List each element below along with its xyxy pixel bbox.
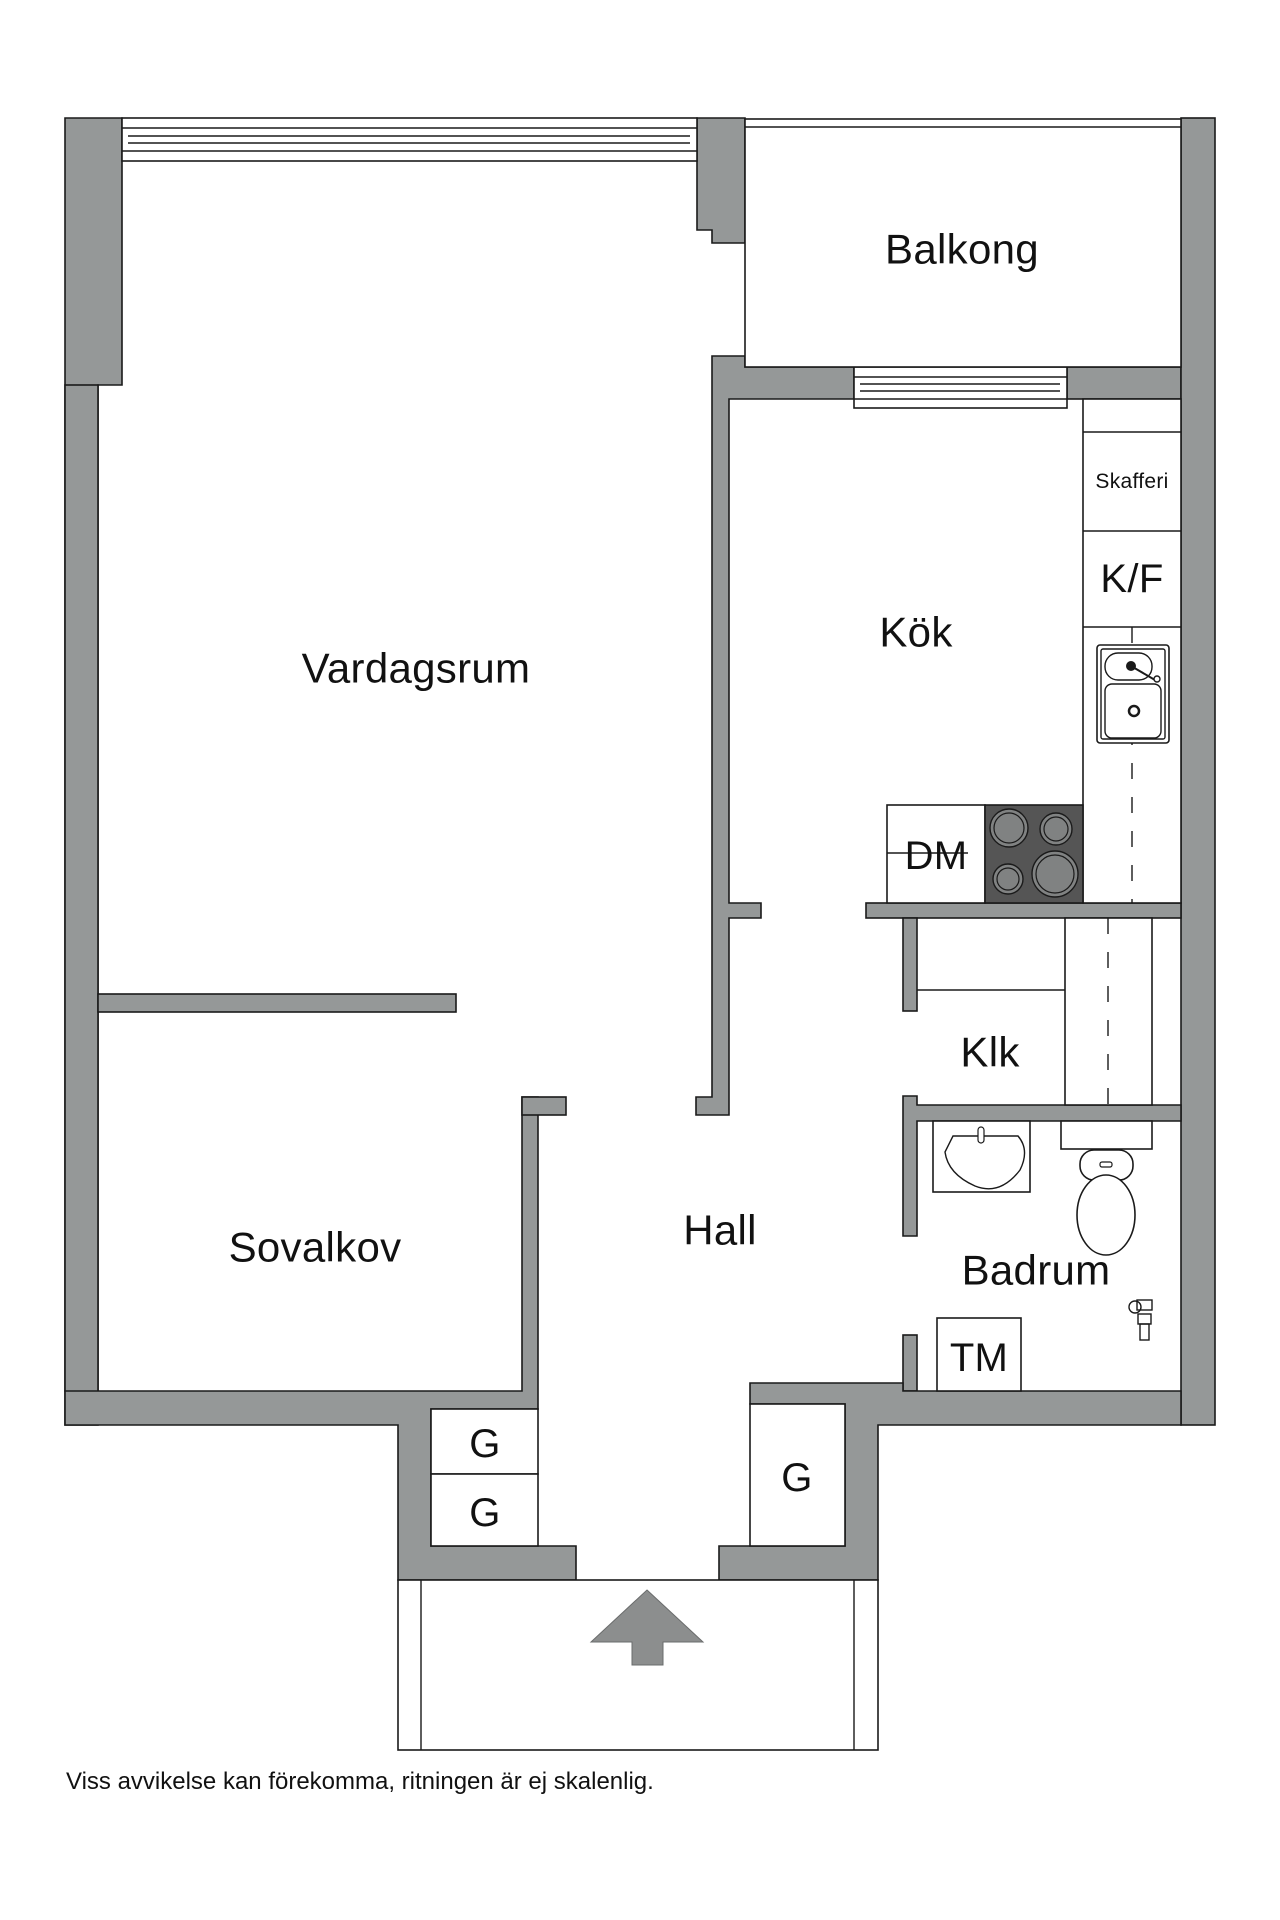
dishwasher <box>886 804 986 904</box>
balcony <box>744 118 1182 368</box>
room-label-sovalkov: Sovalkov <box>228 1223 402 1271</box>
fixture-label-dm: DM <box>904 834 968 878</box>
room-label-vardagsrum: Vardagsrum <box>301 644 531 692</box>
closets <box>430 1403 846 1547</box>
bathroom-sink-icon <box>932 1120 1031 1193</box>
window-living-room <box>121 117 698 162</box>
toilet-icon <box>1060 1120 1153 1256</box>
fixture-label-tm: TM <box>949 1336 1009 1380</box>
window-kitchen <box>853 366 1068 409</box>
fixture-label-kf: K/F <box>1100 557 1164 601</box>
room-label-kok: Kök <box>879 608 953 656</box>
wardrobe-klk <box>917 917 1153 1106</box>
room-label-badrum: Badrum <box>961 1246 1111 1294</box>
fixture-label-g1: G <box>469 1422 501 1466</box>
fixture-label-g3: G <box>781 1456 813 1500</box>
room-label-balkong: Balkong <box>885 225 1039 273</box>
fixture-label-g2: G <box>469 1491 501 1535</box>
washing-machine <box>936 1317 1022 1392</box>
stove-icon <box>984 804 1084 904</box>
entrance-arrow-icon <box>589 1589 705 1666</box>
fixture-label-skafferi: Skafferi <box>1095 469 1169 493</box>
disclaimer-footnote: Viss avvikelse kan förekomma, ritningen … <box>66 1768 654 1795</box>
room-label-hall: Hall <box>683 1206 757 1254</box>
shower-mixer-icon <box>1128 1299 1153 1341</box>
room-label-klk: Klk <box>960 1028 1020 1076</box>
kitchen-sink-icon <box>1096 644 1170 744</box>
